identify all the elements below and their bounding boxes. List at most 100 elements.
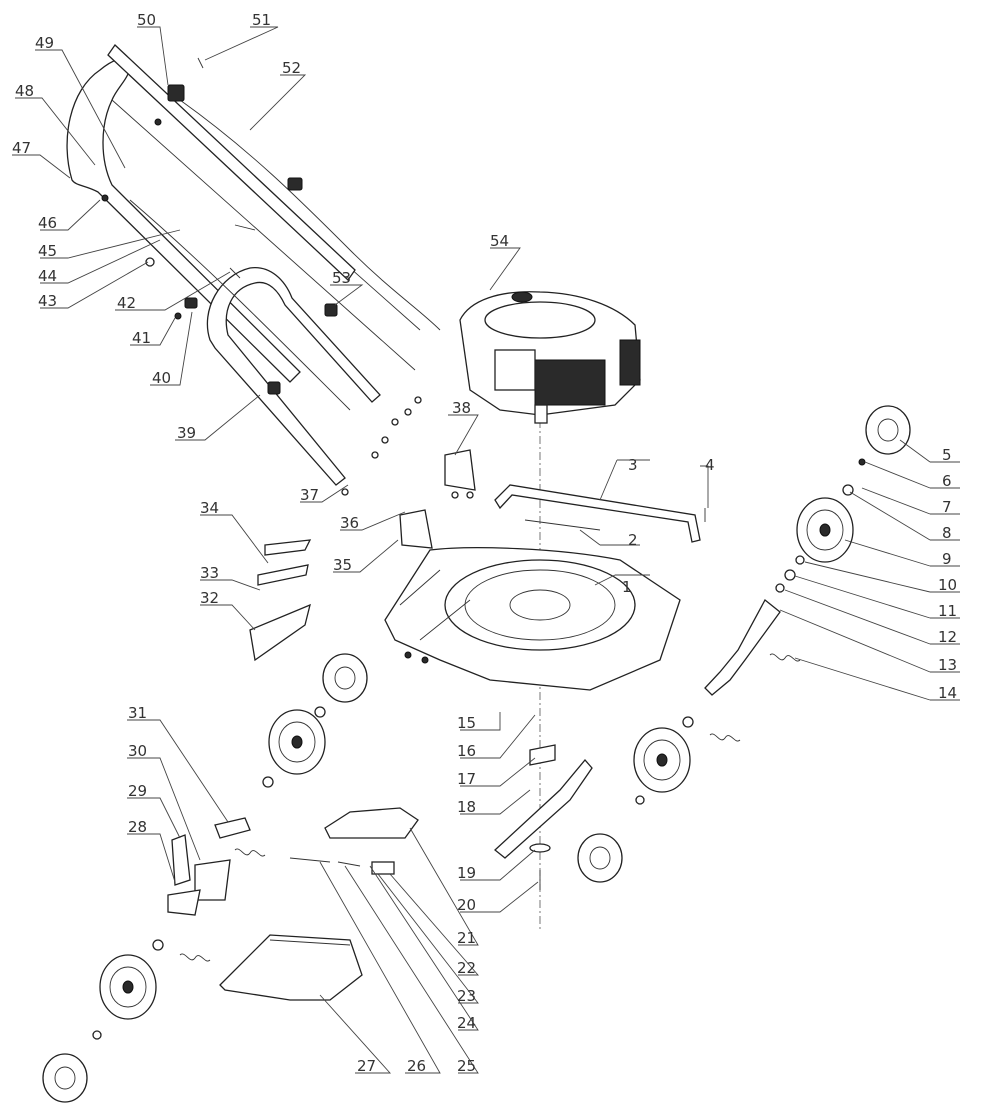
spring-right-rear (709, 733, 741, 742)
label-38: 38 (452, 399, 471, 417)
grass-catcher-27 (219, 934, 363, 1001)
plate-34 (264, 539, 312, 556)
lower-handle (206, 267, 381, 486)
label-33: 33 (200, 564, 219, 582)
bracket-31 (214, 817, 251, 839)
rod-26 (289, 857, 331, 863)
plate-32 (249, 603, 311, 662)
rear-bar (494, 484, 701, 543)
label-39: 39 (177, 424, 196, 442)
label-8: 8 (942, 524, 952, 542)
label-51: 51 (252, 11, 271, 29)
label-11: 11 (938, 602, 957, 620)
label-21: 21 (457, 929, 476, 947)
label-18: 18 (457, 798, 476, 816)
label-31: 31 (128, 704, 147, 722)
height-adjuster-right (704, 599, 781, 696)
label-37: 37 (300, 486, 319, 504)
label-25: 25 (457, 1057, 476, 1075)
leader-lines (12, 26, 960, 1074)
label-47: 47 (12, 139, 31, 157)
bolt-upper (234, 224, 256, 231)
label-20: 20 (457, 896, 476, 914)
cable-lower (129, 199, 351, 411)
upper-handle-bar (107, 44, 356, 281)
label-22: 22 (457, 959, 476, 977)
label-19: 19 (457, 864, 476, 882)
label-26: 26 (407, 1057, 426, 1075)
cable-52 (179, 99, 441, 331)
label-5: 5 (942, 446, 952, 464)
label-9: 9 (942, 550, 952, 568)
wheel-front-right (796, 497, 854, 563)
label-35: 35 (333, 556, 352, 574)
label-52: 52 (282, 59, 301, 77)
label-15: 15 (457, 714, 476, 732)
label-17: 17 (457, 770, 476, 788)
hubcap-right-rear (577, 833, 623, 883)
label-44: 44 (38, 267, 57, 285)
label-10: 10 (938, 576, 957, 594)
lever-base (167, 889, 201, 916)
handle-bolts (341, 396, 474, 499)
throttle-50 (167, 84, 185, 102)
label-34: 34 (200, 499, 219, 517)
bracket-30 (194, 859, 231, 901)
upper-handle (66, 58, 421, 383)
nut-41 (174, 312, 182, 320)
washer-19 (529, 843, 551, 853)
label-53: 53 (332, 269, 351, 287)
height-lever-28 (171, 834, 191, 886)
plate-33 (257, 564, 309, 586)
label-50: 50 (137, 11, 156, 29)
mower-deck (384, 547, 681, 691)
label-32: 32 (200, 589, 219, 607)
hubcap-right-front (865, 405, 911, 455)
wheel-rear-right (633, 727, 691, 793)
label-54: 54 (490, 232, 509, 250)
spring-2 (524, 519, 601, 531)
label-40: 40 (152, 369, 171, 387)
part-labels: 1 2 3 4 5 6 7 8 9 10 11 12 13 14 15 16 1… (12, 11, 957, 1075)
label-45: 45 (38, 242, 57, 260)
pin-51 (197, 57, 204, 69)
label-49: 49 (35, 34, 54, 52)
spring-left-front (234, 848, 266, 857)
hubcap-left-rear (42, 1053, 88, 1103)
label-13: 13 (938, 656, 957, 674)
label-6: 6 (942, 472, 952, 490)
hubcap-left-front (322, 653, 368, 703)
label-24: 24 (457, 1014, 476, 1032)
spring-left-rear (179, 953, 211, 962)
label-27: 27 (357, 1057, 376, 1075)
label-28: 28 (128, 818, 147, 836)
axle-hardware (92, 458, 866, 1040)
label-7: 7 (942, 498, 952, 516)
label-16: 16 (457, 742, 476, 760)
bracket-22 (371, 861, 395, 875)
label-4: 4 (705, 456, 715, 474)
rear-flap-21 (324, 807, 419, 839)
label-42: 42 (117, 294, 136, 312)
label-23: 23 (457, 987, 476, 1005)
label-46: 46 (38, 214, 57, 232)
wheel-front-left (268, 709, 326, 775)
label-2: 2 (628, 531, 638, 549)
clip-upper (287, 177, 303, 191)
bracket-35 (399, 509, 433, 549)
label-14: 14 (938, 684, 957, 702)
label-41: 41 (132, 329, 151, 347)
nut-43 (145, 257, 155, 267)
bolt-42 (229, 267, 241, 279)
label-30: 30 (128, 742, 147, 760)
label-1: 1 (622, 578, 632, 596)
label-36: 36 (340, 514, 359, 532)
label-48: 48 (15, 82, 34, 100)
clip-40 (184, 297, 198, 309)
label-3: 3 (628, 456, 638, 474)
wheel-rear-left (99, 954, 157, 1020)
bracket-38 (444, 449, 476, 491)
label-43: 43 (38, 292, 57, 310)
engine (459, 291, 641, 424)
